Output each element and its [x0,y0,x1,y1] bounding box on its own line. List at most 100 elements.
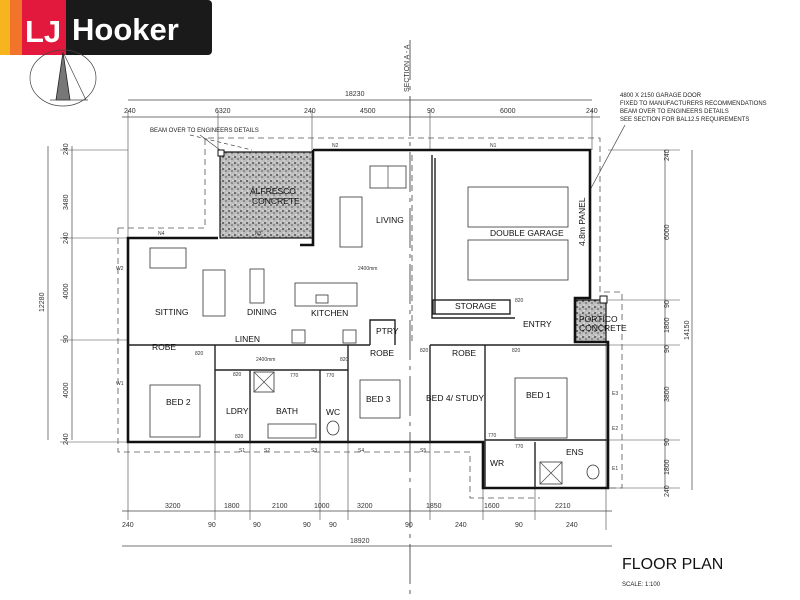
room-label-pantry: PTRY [376,326,399,336]
room-label-double-garage: DOUBLE GARAGE [490,228,564,238]
room-label-bed2: BED 2 [166,397,191,407]
dim-label: 3200 [357,503,373,510]
dim-label: 240 [122,522,134,529]
door-size: 770 [290,373,299,379]
dim-label: 4500 [360,108,376,115]
room-label-alfresco-concrete: CONCRETE [252,196,300,206]
door-size: 820 [420,348,429,354]
column [599,295,608,304]
window-tag: E2 [612,426,618,432]
logo-hooker-text: Hooker [72,12,179,47]
dim-label: 90 [303,522,311,529]
beam-note: BEAM OVER TO ENGINEERS DETAILS [150,128,259,134]
ceiling-height: 2400mm [358,266,377,272]
drawing-scale: SCALE: 1:100 [622,582,661,588]
dim-label: 4000 [63,283,70,299]
dim-label: 240 [63,232,70,244]
room-label-bath: BATH [276,406,298,416]
dim-label: 4000 [63,382,70,398]
note-line: BEAM OVER TO ENGINEERS DETAILS [620,109,729,115]
dim-label: 90 [63,335,70,343]
dim-bottom-overall: 18920 [350,538,370,545]
door-size: 770 [326,373,335,379]
logo-lj-text: LJ [25,14,61,49]
door-size: 820 [515,298,524,304]
room-label-linen: LINEN [235,334,260,344]
dim-label: 6000 [500,108,516,115]
window-tag: E3 [612,391,618,397]
door-size: 820 [233,372,242,378]
room-label-entry: ENTRY [523,319,552,329]
room-label-dining: DINING [247,307,277,317]
dim-label: 1600 [484,503,500,510]
room-label-robe: ROBE [152,342,176,352]
dim-label: 240 [124,108,136,115]
alfresco-slab [219,151,314,239]
dim-label: 90 [664,438,671,446]
room-label-storage: STORAGE [455,301,497,311]
lj-hooker-logo: LJ Hooker [0,0,212,55]
room-label-bed1: BED 1 [526,390,551,400]
window-tag: N4 [158,231,165,237]
dim-label: 3800 [664,386,671,402]
dim-label: 1800 [664,317,671,333]
room-label-kitchen: KITCHEN [311,308,348,318]
dim-label: 240 [304,108,316,115]
window-tag: S5 [420,448,426,454]
dim-label: 1000 [314,503,330,510]
window-tag: S1 [239,448,245,454]
dim-label: 2100 [272,503,288,510]
dim-label: 2210 [555,503,571,510]
portico-slab [574,299,607,343]
dim-label: 3200 [165,503,181,510]
window-tags: N1 N2 N3 N4 W1 W2 S1 S2 S3 S4 S5 E1 E2 E… [116,143,618,472]
dim-label: 90 [405,522,413,529]
room-label-wr: WR [490,458,504,468]
dim-label: 90 [664,300,671,308]
room-label-robe: ROBE [452,348,476,358]
external-walls [126,148,610,490]
dim-label: 1800 [224,503,240,510]
door-size: 820 [512,348,521,354]
dim-right-overall: 14150 [684,320,691,340]
note-line: 4800 X 2150 GARAGE DOOR [620,93,702,99]
room-label-robe: ROBE [370,348,394,358]
window-tag: S3 [311,448,317,454]
dim-label: 1850 [426,503,442,510]
dim-label: 90 [208,522,216,529]
dim-left-overall: 12280 [39,292,46,312]
eave-line [118,137,623,489]
room-label-alfresco: ALFRESCO [250,186,296,196]
room-label-ens: ENS [566,447,584,457]
dim-label: 90 [329,522,337,529]
dimension-labels: 18230 240 6320 240 4500 90 6000 240 1228… [39,91,691,545]
dim-top-overall: 18230 [345,91,365,98]
room-label-sitting: SITTING [155,307,189,317]
window-tag: W2 [116,266,124,272]
room-label-portico-concrete: CONCRETE [579,323,627,333]
dim-label: 6000 [664,224,671,240]
window-tag: S4 [358,448,364,454]
furniture [149,165,600,485]
window-tag: N3 [255,231,262,237]
door-size: 820 [235,434,244,440]
dim-label: 240 [455,522,467,529]
door-size: 820 [195,351,204,357]
section-label: SECTION A - A [404,44,411,92]
window-tag: W1 [116,381,124,387]
window-tag: E1 [612,466,618,472]
dim-label: 1800 [664,459,671,475]
drawing-title: FLOOR PLAN [622,556,723,573]
north-arrow-icon [29,49,97,107]
note-line: FIXED TO MANUFACTURERS RECOMMENDATIONS [620,101,767,107]
column [217,149,225,157]
dim-label: 90 [253,522,261,529]
dim-label: 90 [427,108,435,115]
room-labels: ALFRESCO CONCRETE PORTICO CONCRETE LIVIN… [152,186,627,468]
room-label-bed4-study: BED 4/ STUDY [426,393,484,403]
dim-label: 6320 [215,108,231,115]
dim-label: 3480 [63,194,70,210]
dim-label: 240 [664,149,671,161]
window-tag: N1 [490,143,497,149]
